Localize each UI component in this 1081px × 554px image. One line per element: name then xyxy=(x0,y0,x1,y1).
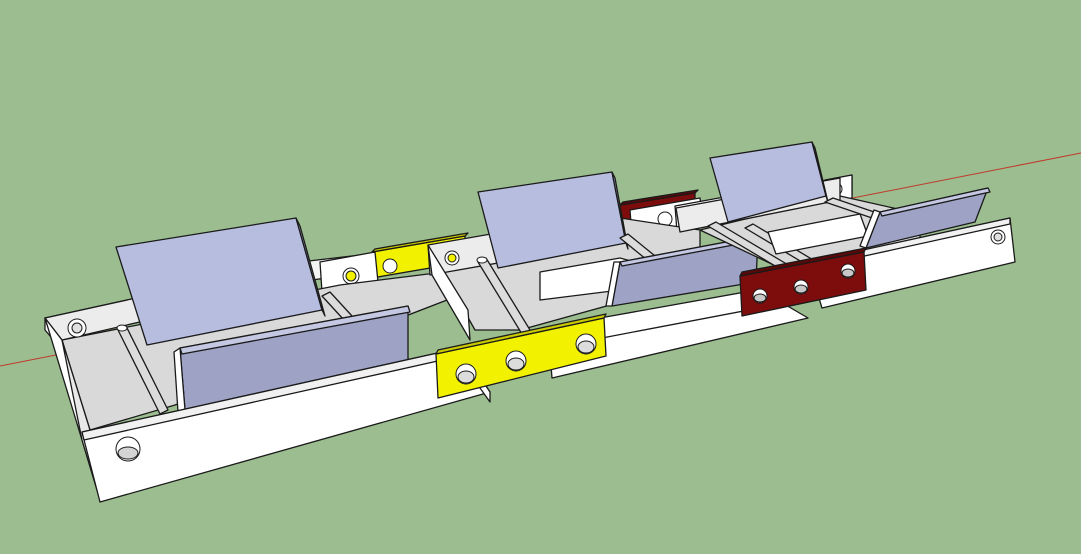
front-red-link[interactable] xyxy=(739,247,867,317)
segment-1[interactable] xyxy=(44,217,491,503)
front-yellow-link[interactable] xyxy=(435,313,607,399)
link-hole xyxy=(382,258,398,274)
